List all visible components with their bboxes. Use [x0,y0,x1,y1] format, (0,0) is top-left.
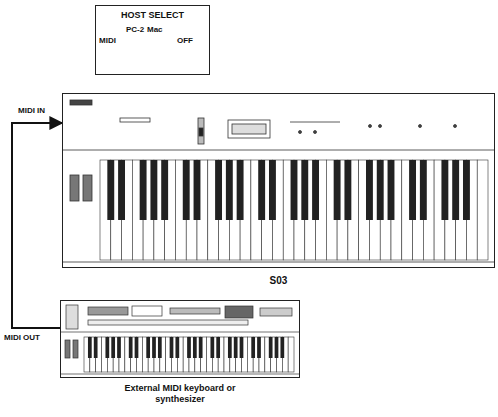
black-key [409,160,416,220]
node-caption: S03 [219,275,339,287]
black-key [146,337,150,358]
black-key [228,337,232,358]
white-key [477,160,488,260]
black-key [234,337,238,358]
black-key [452,160,459,220]
node-caption: External MIDI keyboard or synthesizer [105,383,255,405]
white-key [288,337,294,372]
black-key [275,337,279,358]
black-key [129,337,133,358]
black-key [237,160,244,220]
black-key [251,337,255,358]
black-key [388,160,395,220]
switch-position-label: PC-2 [126,25,144,34]
black-key [215,160,222,220]
black-key [161,160,168,220]
black-key [175,337,179,358]
black-key [258,160,265,220]
midi-cable [12,123,62,328]
black-key [88,337,92,358]
black-key [210,337,214,358]
black-key [107,160,114,220]
black-key [140,160,147,220]
black-key [257,337,261,358]
black-key [117,337,121,358]
black-key [111,337,115,358]
s03-keyboard [62,100,495,262]
black-key [334,160,341,220]
black-key [158,337,162,358]
external-keyboard [60,305,300,374]
black-key [170,337,174,358]
s03-keyboard-body: S03 [62,93,495,268]
black-key [199,337,203,358]
black-key [344,160,351,220]
black-key [280,337,284,358]
port-label: MIDI IN [18,106,45,115]
black-key [152,337,156,358]
switch-position-label: Mac [147,25,163,34]
black-key [187,337,191,358]
black-key [269,337,273,358]
black-key [441,160,448,220]
black-key [312,160,319,220]
black-key [240,337,244,358]
external-keyboard-body: External MIDI keyboard or synthesizer [60,300,300,378]
black-key [94,337,98,358]
black-key [269,160,276,220]
black-key [377,160,384,220]
black-key [420,160,427,220]
black-key [118,160,125,220]
black-key [301,160,308,220]
switch-position-label: OFF [177,36,193,45]
black-key [105,337,109,358]
black-key [150,160,157,220]
switch-position-label: MIDI [99,36,116,45]
black-key [216,337,220,358]
black-key [135,337,139,358]
black-key [291,160,298,220]
black-key [366,160,373,220]
black-key [193,337,197,358]
black-key [226,160,233,220]
black-key [463,160,470,220]
port-label: MIDI OUT [4,333,40,342]
black-key [183,160,190,220]
node-caption: HOST SELECT [95,10,210,20]
black-key [194,160,201,220]
